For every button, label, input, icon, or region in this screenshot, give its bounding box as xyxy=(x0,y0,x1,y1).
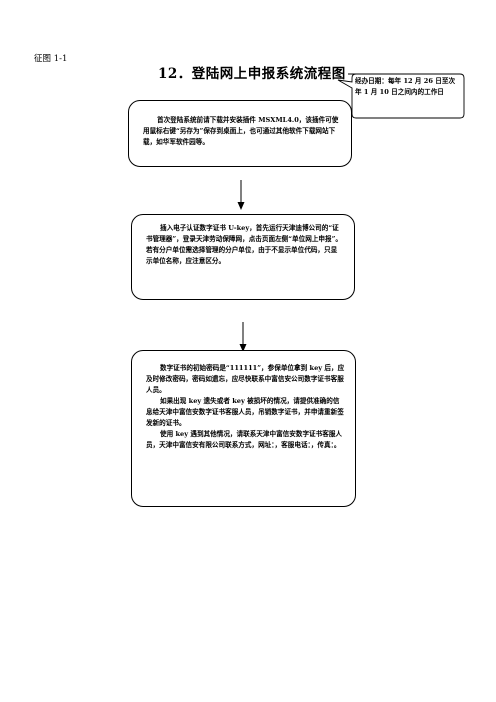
step-3-text-2: 如果出现 key 遗失或者 key 被损坏的情况，请提供准确的信息给天津中富信安… xyxy=(146,397,344,427)
callout-bubble xyxy=(337,73,465,119)
step-3-text-1: 数字证书的初始密码是“111111”，参保单位拿到 key 后，应及时修改密码，… xyxy=(146,364,345,394)
arrow-2-icon xyxy=(239,322,247,352)
step-1-text: 首次登陆系统前请下载并安装插件 MSXML4.0，该插件可使用鼠标右键“另存为”… xyxy=(143,116,339,146)
step-1-box: 首次登陆系统前请下载并安装插件 MSXML4.0，该插件可使用鼠标右键“另存为”… xyxy=(128,100,352,167)
page-title: 12．登陆网上申报系统流程图 xyxy=(158,66,346,82)
step-2-text: 插入电子认证数字证书 U-key，首先运行天津迪博公司的“证书管理器”，登录天津… xyxy=(146,224,343,265)
callout-text: 经办日期：每年 12 月 26 日至次年 1 月 10 日之间内的工作日 xyxy=(355,77,456,96)
step-2-box: 插入电子认证数字证书 U-key，首先运行天津迪博公司的“证书管理器”，登录天津… xyxy=(131,214,355,300)
figure-tag: 征图 1-1 xyxy=(34,54,68,64)
step-3-box: 数字证书的初始密码是“111111”，参保单位拿到 key 后，应及时修改密码，… xyxy=(131,350,356,507)
step-3-text-3: 使用 key 遇到其他情况，请联系天津中富信安数字证书客服人员，天津中富信安有限… xyxy=(146,430,343,449)
arrow-1-icon xyxy=(237,180,245,210)
